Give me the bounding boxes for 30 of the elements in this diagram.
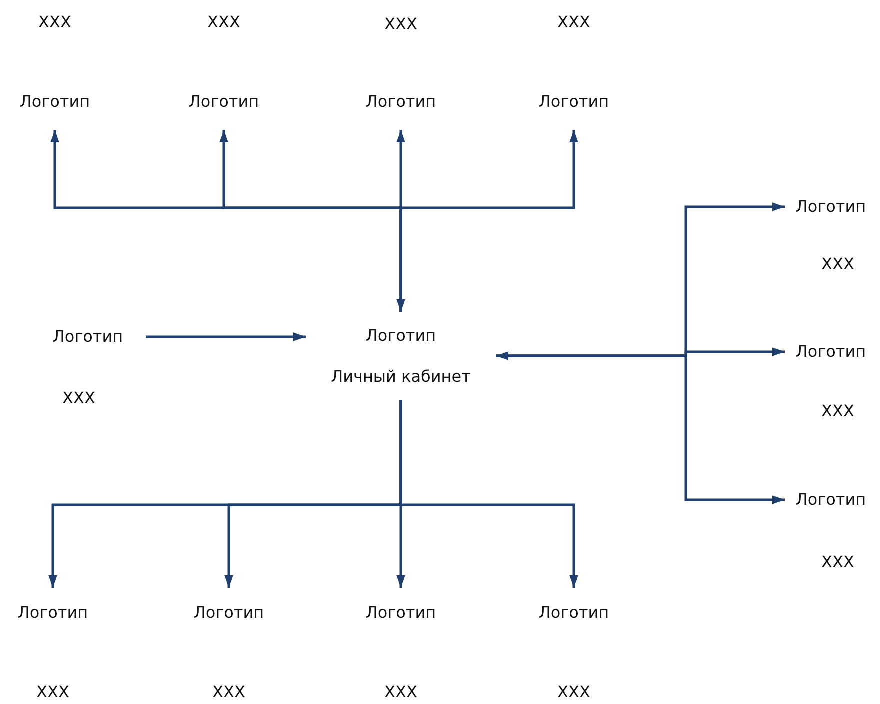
node-caption: XXX [822,552,854,572]
arrow [496,354,785,504]
node-label: Логотип [194,603,264,623]
node-label: Логотип [796,490,866,510]
node-label: Личный кабинет [331,367,471,386]
node-label: Логотип [366,92,436,112]
placeholder-text: XXX [212,682,246,702]
placeholder-text: XXX [38,12,72,32]
placeholder-text: XXX [384,14,418,34]
node-label: Логотип [18,603,88,623]
node-label: Логотип [366,326,436,345]
node-caption: XXX [62,388,96,408]
placeholder-text: XXX [558,12,590,32]
placeholder-text: XXX [558,682,590,702]
node-caption: XXX [822,402,854,420]
node-label: Логотип [52,327,124,347]
node-label: Логотип [366,603,436,623]
arrow [400,130,578,312]
placeholder-text: XXX [208,12,240,32]
node-label: Логотип [20,92,90,112]
arrow [400,400,578,588]
node-caption: XXX [822,254,854,274]
placeholder-text: XXX [36,682,70,702]
node-label: Логотип [538,92,610,112]
placeholder-text: XXX [384,682,418,702]
node-label: Логотип [796,342,866,362]
node-label: Логотип [796,197,866,217]
arrow [146,332,306,342]
node-label: Логотип [188,92,260,112]
node-label: Логотип [538,603,610,623]
